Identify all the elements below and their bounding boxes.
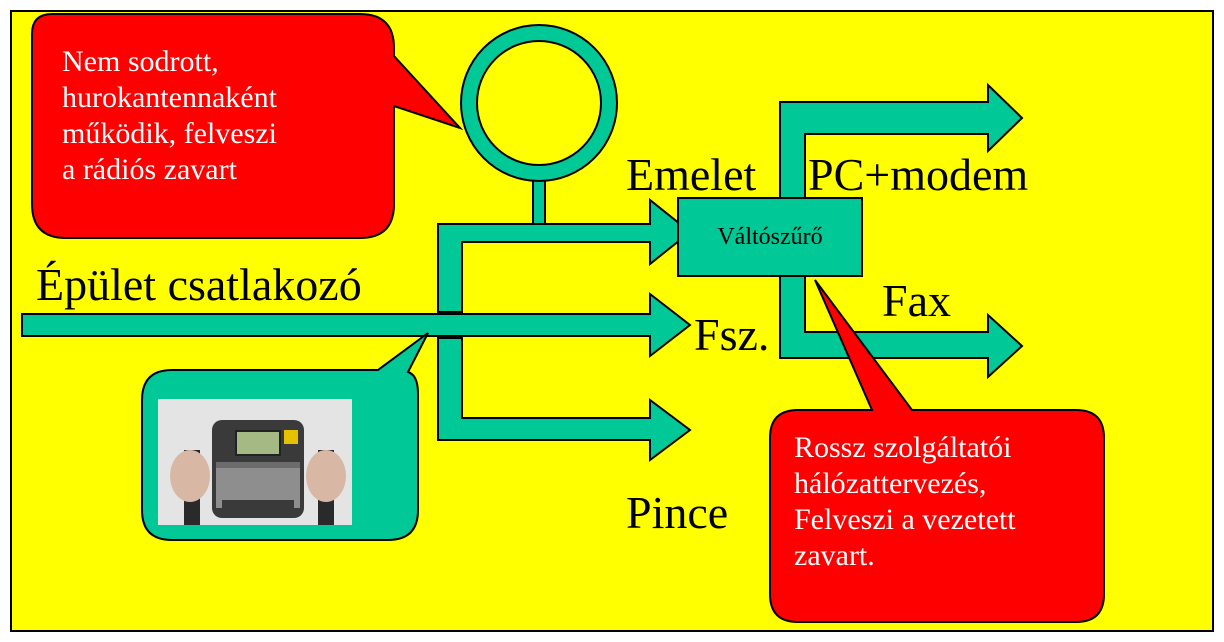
network-design-callout-text: Rossz szolgáltatói hálózattervezés, Felv…	[794, 430, 1016, 574]
network-design-callout-line: Felveszi a vezetett	[794, 503, 1016, 536]
loop-antenna-callout-line: működik, felveszi	[62, 117, 277, 150]
pc-modem-label: PC+modem	[808, 149, 1029, 200]
loop-antenna-callout-line: Nem sodrott,	[62, 45, 219, 78]
fax-arrow	[779, 271, 1024, 380]
network-design-callout-line: hálózattervezés,	[794, 467, 987, 500]
main-line-arrow	[21, 291, 692, 359]
loop-antenna-callout-line: a rádiós zavart	[62, 153, 237, 186]
filter-box	[677, 197, 863, 277]
tester-device-photo	[158, 399, 352, 525]
floor-label: Emelet	[626, 149, 757, 200]
basement-label: Pince	[626, 487, 729, 538]
building-connector-label: Épület csatlakozó	[36, 259, 362, 310]
loop-antenna-callout-text: Nem sodrott, hurokantennaként működik, f…	[62, 44, 277, 188]
lower-branch-arrow	[437, 337, 692, 462]
network-design-callout-line: Rossz szolgáltatói	[794, 431, 1012, 464]
loop-antenna-callout	[31, 13, 464, 239]
loop-antenna-icon	[460, 24, 618, 182]
network-design-callout-line: zavart.	[794, 539, 875, 572]
ground-floor-label: Fsz.	[694, 309, 770, 360]
loop-stem	[532, 177, 546, 225]
fax-label: Fax	[882, 275, 951, 326]
filter-label: Váltószűrő	[717, 224, 823, 250]
loop-antenna-callout-line: hurokantennaként	[62, 81, 277, 114]
network-design-callout	[769, 279, 1105, 623]
pc-modem-arrow	[779, 82, 1024, 215]
